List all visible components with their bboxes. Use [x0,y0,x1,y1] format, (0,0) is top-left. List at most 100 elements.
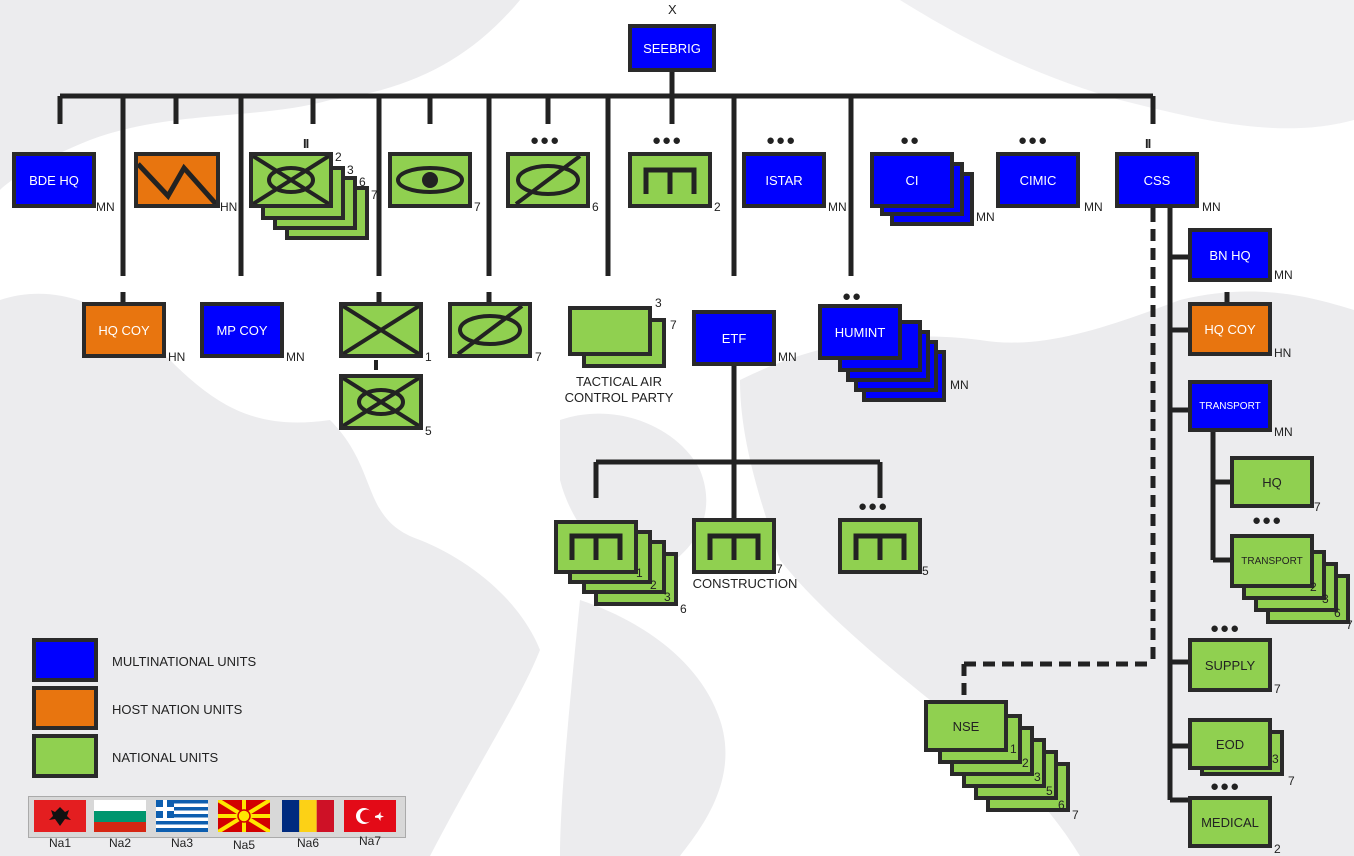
engineer-symbol-icon [643,167,697,194]
eng-plt-box[interactable] [838,518,922,574]
transport-box[interactable]: TRANSPORT [1188,380,1272,432]
ci-tag: MN [976,210,995,224]
recon-box[interactable] [388,152,472,208]
mp-coy-label: MP COY [216,322,268,338]
flag-name-na3: Na3 [170,836,193,850]
istar-box[interactable]: ISTAR [742,152,826,208]
istar-label: ISTAR [765,172,803,188]
engineer-symbol-icon [569,533,623,560]
signal-symbol-icon [138,162,216,204]
tacp-box[interactable] [568,306,652,356]
bde-hq-box[interactable]: BDE HQ [12,152,96,208]
tacp-nation-2: 7 [670,318,677,332]
legend-swatch-host-nation [32,686,98,730]
eod-nation-2: 7 [1288,774,1295,788]
nse-label: NSE [952,718,980,734]
infantry-bn-nation-1: 2 [335,150,342,164]
recon-tag: 7 [474,200,481,214]
bn-hq-tag: MN [1274,268,1293,282]
flag-name-na6: Na6 [296,836,319,850]
nse-nation-3: 3 [1034,770,1041,784]
greece-flag-icon [156,800,208,832]
inf-coy-box[interactable] [339,302,423,358]
css-hq-coy-label: HQ COY [1204,321,1256,337]
css-hq-coy-tag: HN [1274,346,1292,360]
legend-label-multinational: MULTINATIONAL UNITS [112,654,257,669]
etf-label: ETF [721,330,747,346]
transport-hq-tag: 7 [1314,500,1321,514]
etf-box[interactable]: ETF [692,310,776,366]
infantry-bn-box[interactable] [249,152,333,208]
engineer-coy-echelon: ●●● [652,132,683,149]
engineer-coy-box[interactable] [628,152,712,208]
supply-tag: 7 [1274,682,1281,696]
css-echelon: II [1145,136,1151,151]
cimic-box[interactable]: CIMIC [996,152,1080,208]
mp-coy-tag: MN [286,350,305,364]
mp-coy-box[interactable]: MP COY [200,302,284,358]
eng-stack-box[interactable] [554,520,638,574]
transport-hq-box[interactable]: HQ [1230,456,1314,508]
hq-coy-label: HQ COY [98,322,150,338]
transport-coy-box[interactable]: TRANSPORT [1230,534,1314,588]
eng-stack-nation-3: 3 [664,590,671,604]
nse-nation-5: 6 [1058,798,1065,812]
istar-echelon: ●●● [766,132,797,149]
css-box[interactable]: CSS [1115,152,1199,208]
armor-coy2-box[interactable] [448,302,532,358]
armor-coy2-tag: 7 [535,350,542,364]
bulgaria-flag-icon [94,800,146,832]
mech-coy-tag: 5 [425,424,432,438]
infantry-icon [343,306,419,354]
css-hq-coy-box[interactable]: HQ COY [1188,302,1272,356]
tacp-caption-2: CONTROL PARTY [564,390,674,405]
bn-hq-label: BN HQ [1209,247,1251,263]
supply-box[interactable]: SUPPLY [1188,638,1272,692]
transport-coy-nation-4: 7 [1346,618,1353,632]
construction-box[interactable] [692,518,776,574]
ci-box[interactable]: CI [870,152,954,208]
albania-flag-icon [34,800,86,832]
hn-signal-tag: HN [220,200,238,214]
seebrig-echelon: X [668,2,677,17]
cimic-label: CIMIC [1019,172,1057,188]
armor-symbol-icon [514,156,582,204]
humint-box[interactable]: HUMINT [818,304,902,360]
eng-plt-tag: 5 [922,564,929,578]
armor-coy-box[interactable] [506,152,590,208]
eod-label: EOD [1215,736,1245,752]
transport-coy-nation-3: 6 [1334,606,1341,620]
ci-label: CI [905,172,919,188]
nse-nation-1: 1 [1010,742,1017,756]
medical-label: MEDICAL [1201,814,1259,830]
bn-hq-box[interactable]: BN HQ [1188,228,1272,282]
eod-nation-1: 3 [1272,752,1279,766]
macedonia-flag-icon [218,800,270,832]
seebrig-box[interactable]: SEEBRIG [628,24,716,72]
flag-name-na1: Na1 [48,836,71,850]
mech-coy-echelon [374,360,388,370]
armor-coy-echelon: ●●● [530,132,561,149]
nse-nation-4: 5 [1046,784,1053,798]
humint-label: HUMINT [834,324,886,340]
hq-coy-box[interactable]: HQ COY [82,302,166,358]
mech-infantry-icon [253,156,329,204]
legend-label-national: NATIONAL UNITS [112,750,219,765]
medical-box[interactable]: MEDICAL [1188,796,1272,848]
eod-box[interactable]: EOD [1188,718,1272,770]
etf-tag: MN [778,350,797,364]
istar-tag: MN [828,200,847,214]
legend-swatch-multinational [32,638,98,682]
eng-stack-nation-4: 6 [680,602,687,616]
flag-name-na5: Na5 [232,838,255,852]
inf-coy-tag: 1 [425,350,432,364]
armor-symbol-icon [456,306,524,354]
hn-signal-box[interactable] [134,152,220,208]
nse-box[interactable]: NSE [924,700,1008,752]
mech-coy-box[interactable] [339,374,423,430]
bde-hq-tag: MN [96,200,115,214]
nse-nation-6: 7 [1072,808,1079,822]
flag-name-na2: Na2 [108,836,131,850]
